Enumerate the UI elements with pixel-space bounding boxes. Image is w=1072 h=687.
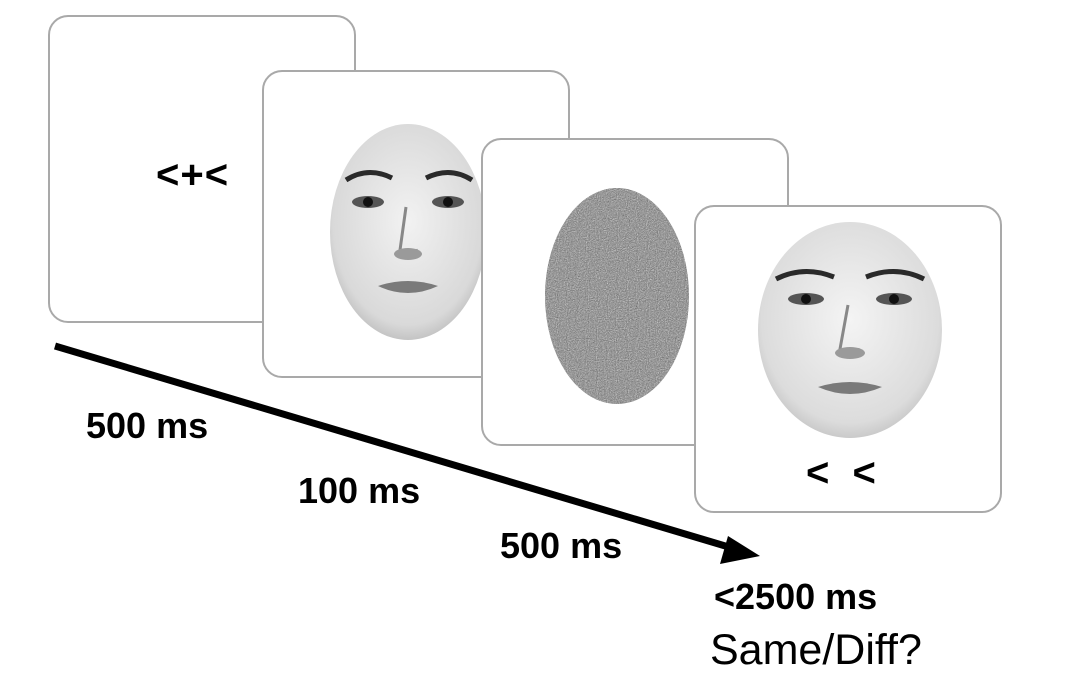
mask-panel <box>481 138 789 446</box>
sample-duration-label: 100 ms <box>298 470 421 511</box>
probe-cue: < < <box>806 451 882 495</box>
mask-duration-label: 500 ms <box>500 525 623 566</box>
face-image <box>330 124 486 340</box>
response-question: Same/Diff? <box>710 626 922 674</box>
noise-mask-image <box>545 188 689 404</box>
probe-face-panel: < < <box>694 205 1002 513</box>
fixation-cue: <+< <box>156 153 230 197</box>
face-image <box>758 222 942 438</box>
probe-duration-label: <2500 ms <box>714 576 878 617</box>
fixation-duration-label: 500 ms <box>86 405 209 446</box>
